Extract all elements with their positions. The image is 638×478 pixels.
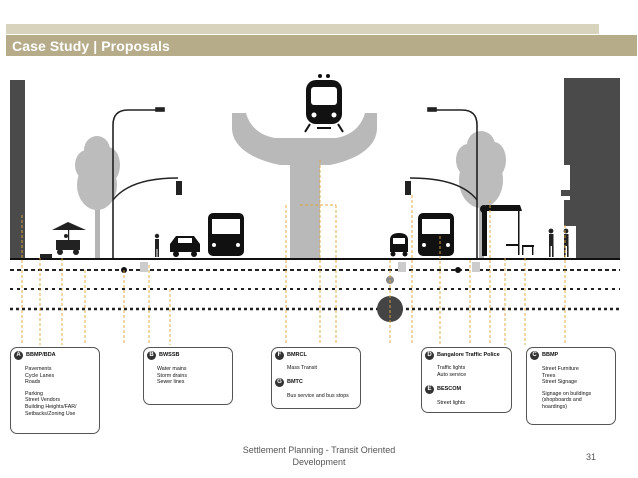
box-list: Traffic lights Auto service <box>437 365 466 378</box>
list-item: Storm drains <box>157 372 188 379</box>
box-list: Water mains Storm drains Sewer lines <box>157 366 187 386</box>
box-title: BBMP/BDA <box>26 352 56 358</box>
list-item: Setbacks/Zoning Use <box>25 410 76 417</box>
box-title: BESCOM <box>437 386 462 392</box>
metro-viaduct <box>232 113 377 258</box>
traffic-light-icon <box>405 177 478 201</box>
box-list: Mass Transit <box>287 365 317 372</box>
building-left-icon <box>10 80 25 258</box>
badge-g: G <box>275 378 284 387</box>
badge-f: F <box>275 351 284 360</box>
street-lamp-icon <box>427 107 478 258</box>
list-item: Street Vendors <box>25 397 61 404</box>
tree-icon <box>75 136 120 258</box>
box-title: BMRCL <box>287 352 307 358</box>
tree-icon <box>456 131 506 258</box>
badge-e: E <box>425 385 434 394</box>
agency-box-bwssb <box>143 347 233 405</box>
list-item: Street Furniture <box>542 366 579 372</box>
header-title-bar <box>6 35 637 56</box>
slide-title: Case Study | Proposals <box>12 38 170 54</box>
box-list: Bus service and bus stops <box>287 393 349 400</box>
pedestrian-icon <box>563 228 569 257</box>
bus-icon <box>208 213 244 256</box>
agency-box-traffic-police <box>421 347 512 413</box>
auto-rickshaw-icon <box>390 233 408 257</box>
list-item: Mass Transit <box>287 365 318 371</box>
pedestrian-icon <box>154 233 160 257</box>
list-item: Pavements <box>25 366 52 372</box>
metro-train-icon <box>304 74 344 133</box>
box-list: Street lights <box>437 400 465 407</box>
box-list: Street Furniture Trees Street Signage Si… <box>542 366 591 411</box>
bus-icon <box>418 213 454 256</box>
header-accent-bar <box>6 24 599 34</box>
agency-box-bmrcl <box>271 347 361 409</box>
list-item: Water mains <box>157 366 187 372</box>
bench-icon <box>522 245 534 255</box>
list-item: hoardings) <box>542 403 568 410</box>
street-section-diagram <box>10 74 620 345</box>
badge-c: C <box>530 351 539 360</box>
badge-d: D <box>425 351 434 360</box>
box-list: Pavements Cycle Lanes Roads Parking Stre… <box>25 366 77 417</box>
list-item: Sewer lines <box>157 379 185 386</box>
box-title: Bangalore Traffic Police <box>437 352 500 358</box>
list-item: Cycle Lanes <box>25 372 55 379</box>
street-lamp-icon <box>112 107 165 258</box>
box-title: BBMP <box>542 352 559 358</box>
list-item: Parking <box>25 390 43 397</box>
list-item: Auto service <box>437 371 467 378</box>
list-item: Street Signage <box>542 379 578 386</box>
leader-lines <box>21 160 566 345</box>
box-title: BWSSB <box>159 352 180 358</box>
badge-b: B <box>147 351 156 360</box>
traffic-light-icon <box>112 177 182 201</box>
building-right-icon <box>564 78 620 258</box>
list-item: Traffic lights <box>437 365 466 371</box>
list-item: Street lights <box>437 400 465 406</box>
slide-footer: Settlement Planning - Transit Oriented D… <box>242 445 396 467</box>
car-icon <box>170 236 200 257</box>
pipe-icon <box>121 267 461 322</box>
list-item: Roads <box>25 379 41 386</box>
vendor-cart-icon <box>52 222 86 255</box>
badge-a: A <box>14 351 23 360</box>
agency-box-bbmp <box>526 347 616 425</box>
list-item: Bus service and bus stops <box>287 393 349 399</box>
box-title: BMTC <box>287 379 303 385</box>
bus-shelter-icon <box>480 205 522 256</box>
list-item: (shopboards and <box>542 397 582 404</box>
agency-box-bbmp-bda <box>10 347 100 434</box>
page-number: 31 <box>586 452 597 462</box>
list-item: Trees <box>542 372 556 379</box>
pedestrian-icon <box>548 228 554 257</box>
list-item: Building Heights/FAR/ <box>25 403 77 410</box>
list-item: Signage on buildings <box>542 390 592 397</box>
